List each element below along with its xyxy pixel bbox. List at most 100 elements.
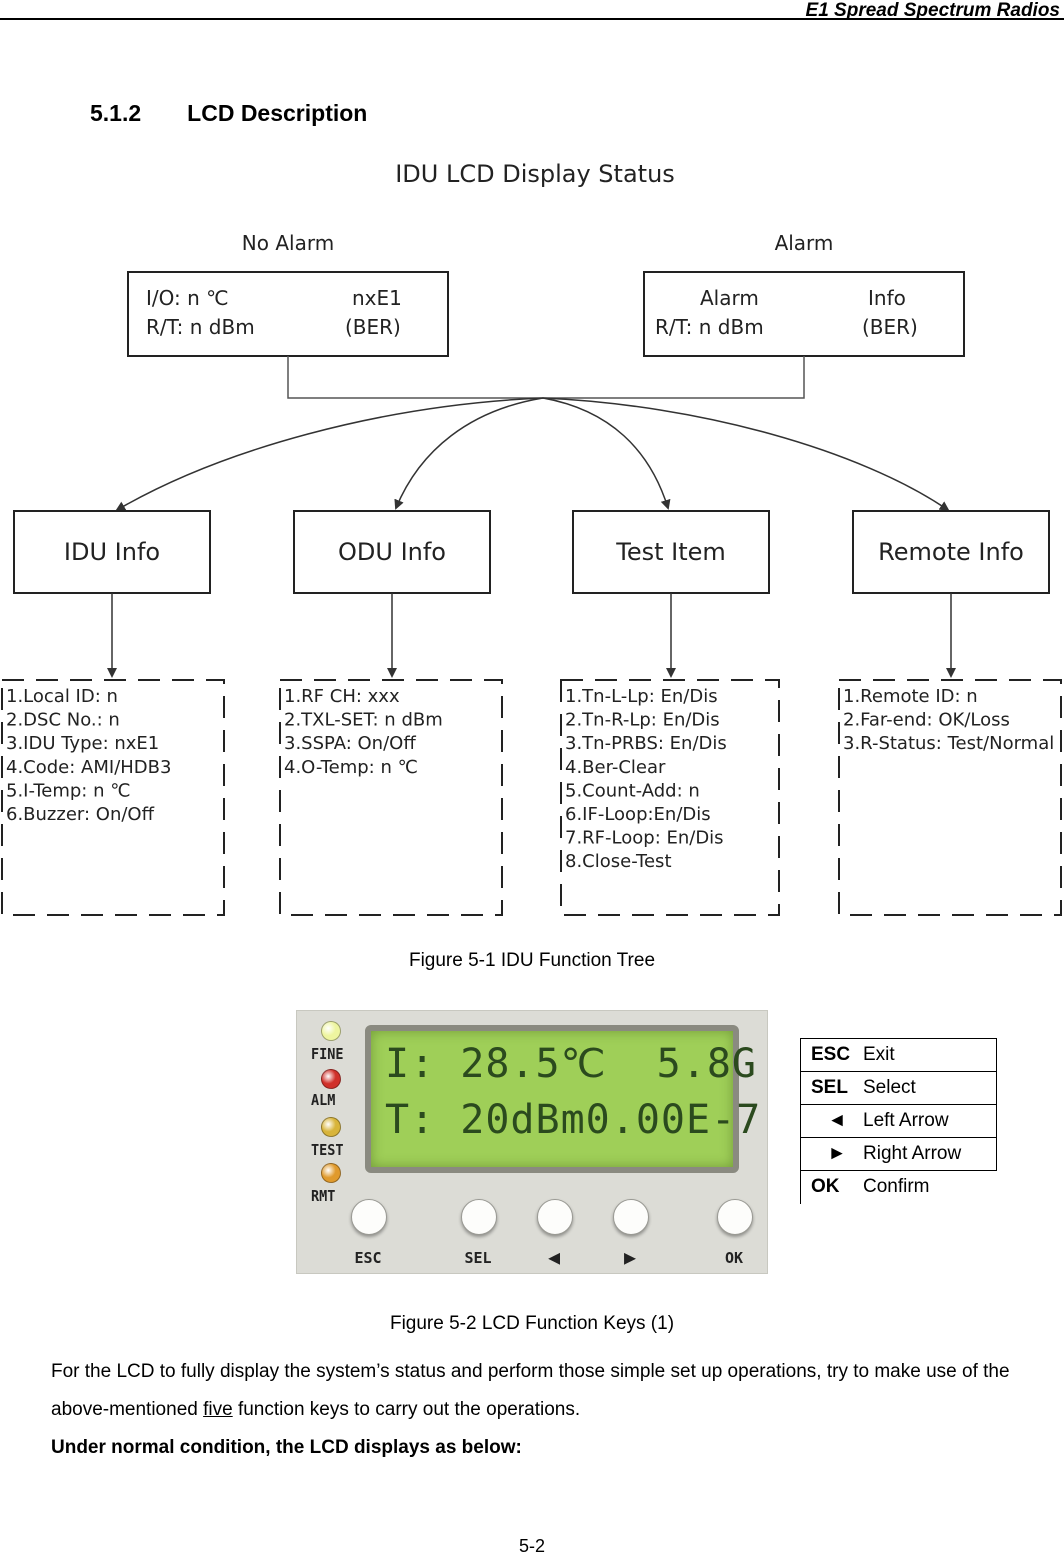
left-arrow-icon: ◄ <box>827 1110 847 1131</box>
fine-led-icon <box>321 1021 341 1041</box>
alarm-line1-left: Alarm <box>700 286 759 310</box>
idu-info-menu-box <box>1 679 225 916</box>
test-led-icon <box>321 1117 341 1137</box>
sel-key-button[interactable] <box>461 1199 497 1235</box>
key-description: Right Arrow <box>863 1143 962 1164</box>
lcd-front-panel: FINE ALM TEST RMT I: 28.5℃ 5.8G T: 20dBm… <box>296 1010 768 1274</box>
section-number: 5.1.2 <box>90 100 142 126</box>
section-heading: 5.1.2 LCD Description <box>90 100 367 127</box>
table-cell: ► Right Arrow <box>800 1137 997 1171</box>
menu-items: 1.Local ID: n 2.DSC No.: n3.IDU Type: nxE… <box>6 686 1054 872</box>
alarm-label: Alarm <box>775 231 834 255</box>
menu-item: 3.IDU Type: nxE1 <box>6 733 159 754</box>
arrow-to-test-item <box>542 397 671 510</box>
idu-function-tree-diagram: IDU LCD Display Status No Alarm Alarm I/… <box>1 160 1062 916</box>
menu-item: 1.Local ID: n <box>6 686 118 707</box>
table-row: ESC Exit <box>800 1038 997 1072</box>
bold-instruction: Under normal condition, the LCD displays… <box>51 1437 522 1458</box>
menu-item: 6.Buzzer: On/Off <box>6 804 155 825</box>
remote-info-box <box>852 510 1050 594</box>
remote-info-label: Remote Info <box>878 538 1024 566</box>
lcd-screen: I: 28.5℃ 5.8G T: 20dBm0.00E-7 <box>365 1025 760 1173</box>
menu-item: 2.TXL-SET: n dBm <box>284 710 443 731</box>
alarm-box <box>643 271 965 357</box>
key-description: Select <box>863 1077 916 1098</box>
alm-led-icon <box>321 1069 341 1089</box>
key-description: Left Arrow <box>863 1110 949 1131</box>
paragraph-text-before: For the LCD to fully display the system’… <box>51 1361 1010 1420</box>
table-cell: ESC Exit <box>800 1038 997 1072</box>
ok-key-button[interactable] <box>717 1199 753 1235</box>
key-name: ESC <box>811 1044 851 1065</box>
right-arrow-key-icon: ▶ <box>623 1245 637 1269</box>
alarm-line2-right: (BER) <box>862 315 918 339</box>
esc-key-label: ESC <box>354 1249 382 1267</box>
menu-item: 3.Tn-PRBS: En/Dis <box>565 733 727 754</box>
test-item-menu-box <box>560 679 780 916</box>
remote-info-menu-box <box>838 679 1062 916</box>
menu-item: 8.Close-Test <box>565 851 672 872</box>
menu-item: 1.Remote ID: n <box>843 686 978 707</box>
menu-item: 1.Tn-L-Lp: En/Dis <box>565 686 718 707</box>
rmt-led-icon <box>321 1163 341 1183</box>
menu-item: 5.Count-Add: n <box>565 780 700 801</box>
status-box-connector <box>287 356 805 399</box>
right-arrow-key-button[interactable] <box>613 1199 649 1235</box>
right-arrow-icon: ► <box>827 1143 847 1164</box>
menu-item: 6.IF-Loop:En/Dis <box>565 804 711 825</box>
left-arrow-key-icon: ◀ <box>547 1245 561 1269</box>
menu-item: 3.SSPA: On/Off <box>284 733 416 754</box>
esc-key-button[interactable] <box>351 1199 387 1235</box>
odu-info-label: ODU Info <box>338 538 446 566</box>
sel-key-label: SEL <box>464 1249 492 1267</box>
no-alarm-line2-left: R/T: n dBm <box>146 315 255 339</box>
table-cell: OK Confirm <box>800 1170 997 1204</box>
odu-info-menu-box <box>279 679 503 916</box>
function-key-table: ESC Exit SEL Select ◄ Left Arrow ► Right Arr… <box>800 1038 997 1204</box>
arrow-to-remote-info <box>542 397 950 512</box>
lcd-line-2: T: 20dBm0.00E-7 <box>385 1097 762 1143</box>
idu-info-box <box>13 510 211 594</box>
paragraph-underlined-word: five <box>203 1399 233 1420</box>
menu-item: 4.O-Temp: n ℃ <box>284 757 418 778</box>
alarm-line2-left: R/T: n dBm <box>655 315 764 339</box>
section-title: LCD Description <box>187 100 368 126</box>
test-item-label: Test Item <box>615 538 726 566</box>
table-cell: SEL Select <box>800 1071 997 1105</box>
diagram-title: IDU LCD Display Status <box>395 160 675 188</box>
arrow-to-odu-info <box>394 397 544 510</box>
test-item-box <box>572 510 770 594</box>
no-alarm-box <box>127 271 449 357</box>
table-row: ◄ Left Arrow <box>800 1104 997 1138</box>
key-description: Exit <box>863 1044 895 1065</box>
table-row: OK Confirm <box>800 1170 997 1204</box>
menu-item: 4.Code: AMI/HDB3 <box>6 757 171 778</box>
body-paragraph: For the LCD to fully display the system’… <box>51 1353 1064 1429</box>
table-row: SEL Select <box>800 1071 997 1105</box>
key-name: OK <box>811 1176 840 1198</box>
paragraph-text-after: function keys to carry out the operation… <box>232 1399 581 1420</box>
alm-led-label: ALM <box>311 1091 336 1109</box>
idu-info-label: IDU Info <box>64 538 160 566</box>
lcd-line-1: I: 28.5℃ 5.8G <box>385 1041 757 1087</box>
ok-key-label: OK <box>724 1249 744 1267</box>
rmt-led-label: RMT <box>311 1187 336 1205</box>
figure-5-1-caption: Figure 5-1 IDU Function Tree <box>408 950 656 971</box>
left-arrow-key-button[interactable] <box>537 1199 573 1235</box>
no-alarm-label: No Alarm <box>242 231 334 255</box>
menu-item: 5.I-Temp: n ℃ <box>6 780 130 801</box>
no-alarm-line1-right: nxE1 <box>352 286 402 310</box>
menu-item: 3.R-Status: Test/Normal <box>843 733 1054 754</box>
alarm-line1-right: Info <box>868 286 906 310</box>
fine-led-label: FINE <box>311 1045 344 1063</box>
header-rule <box>0 18 1064 20</box>
menu-item: 2.DSC No.: n <box>6 710 120 731</box>
key-description: Confirm <box>863 1176 930 1198</box>
key-name: SEL <box>811 1077 848 1098</box>
menu-item: 2.Far-end: OK/Loss <box>843 710 1010 731</box>
arrow-to-idu-info <box>115 397 544 512</box>
menu-item: 2.Tn-R-Lp: En/Dis <box>565 710 720 731</box>
menu-item: 4.Ber-Clear <box>565 757 666 778</box>
no-alarm-line2-right: (BER) <box>345 315 401 339</box>
table-cell: ◄ Left Arrow <box>800 1104 997 1138</box>
